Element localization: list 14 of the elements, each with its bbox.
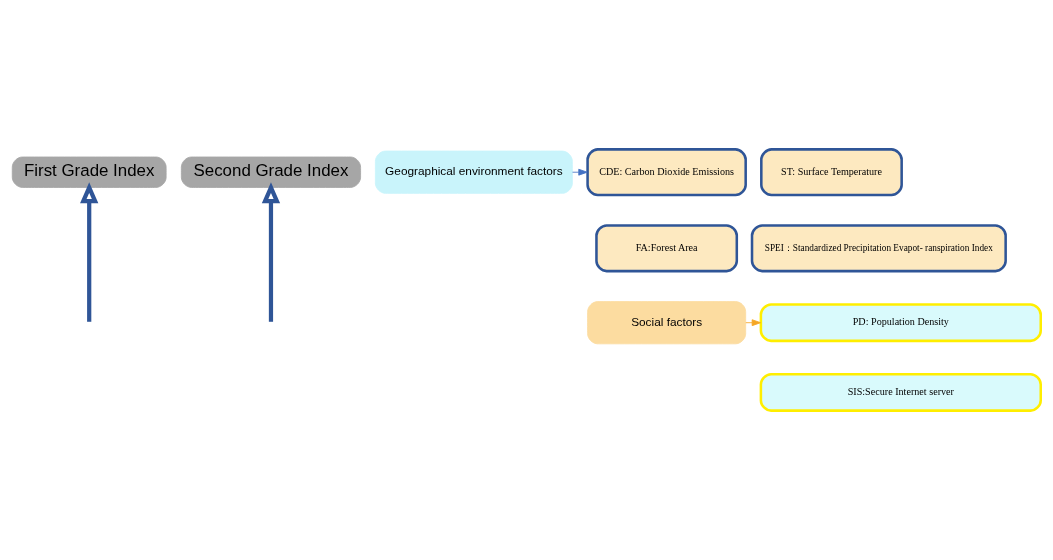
- node-box: First Grade Index: [11, 156, 167, 188]
- node-box: SPEI：Standardized Precipitation Evapot- ranspiration Index: [750, 224, 1007, 273]
- arrow: [80, 182, 99, 322]
- node-box: Second Grade Index: [180, 156, 361, 188]
- node-box: SIS:Secure Internet server: [759, 373, 1042, 412]
- node-box: PD: Population Density: [759, 303, 1042, 343]
- arrow: [261, 182, 281, 322]
- node-box: FA:Forest Area: [595, 224, 739, 273]
- node-box: Geographical environment factors: [374, 150, 573, 194]
- arrow: [572, 168, 588, 176]
- node-box: Social factors: [587, 301, 747, 345]
- arrow: [745, 319, 762, 327]
- node-box: ST: Surface Temperature: [760, 148, 903, 197]
- node-box: CDE: Carbon Dioxide Emissions: [586, 148, 747, 197]
